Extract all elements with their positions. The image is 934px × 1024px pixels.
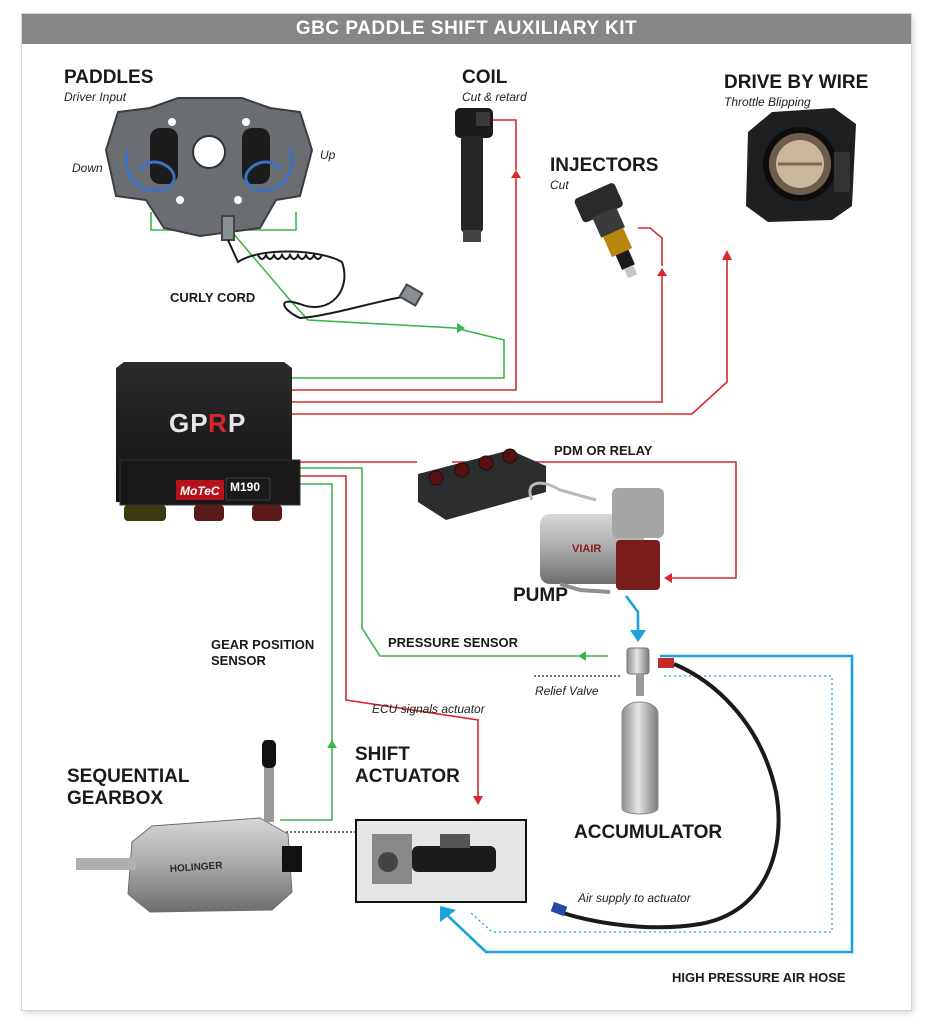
air-arrowheads [440, 630, 646, 922]
pump-label: PUMP [513, 585, 568, 606]
shift-actuator-image [355, 819, 527, 903]
dotted-lines [282, 675, 833, 933]
curly-cord-label: CURLY CORD [170, 290, 256, 305]
drive-by-wire-sublabel: Throttle Blipping [724, 95, 811, 109]
relief-valve-label: Relief Valve [535, 684, 599, 698]
injector-image [574, 183, 638, 279]
coil-image [455, 108, 493, 242]
pdm-image [418, 448, 546, 520]
gearbox-image [76, 740, 302, 913]
paddle-down-label: Down [72, 161, 103, 175]
gear-position-sensor-label: GEAR POSITION SENSOR [211, 637, 315, 668]
air-hose [445, 595, 854, 954]
paddles-label: PADDLES [64, 67, 154, 88]
accumulator-image [550, 647, 781, 930]
sensor-arrowheads [327, 323, 586, 748]
pump-image [528, 481, 664, 594]
paddle-up-label: Up [320, 148, 336, 162]
curly-cord-image [221, 215, 424, 320]
shift-actuator-label: SHIFT ACTUATOR [355, 744, 460, 787]
coil-label: COIL [462, 67, 508, 88]
ecu-logo: GP R P [169, 408, 245, 438]
pump-brand: VIAIR [572, 543, 601, 555]
sequential-gearbox-label: SEQUENTIAL GEARBOX [67, 766, 190, 809]
paddles-image [104, 97, 314, 238]
pressure-sensor-label: PRESSURE SENSOR [388, 635, 519, 650]
ecu-image [116, 362, 301, 521]
ecu-model: M190 [230, 480, 260, 494]
drive-by-wire-label: DRIVE BY WIRE [724, 72, 869, 93]
diagram-title: GBC PADDLE SHIFT AUXILIARY KIT [22, 14, 911, 44]
throttle-body-image [746, 108, 856, 222]
coil-sublabel: Cut & retard [462, 90, 527, 104]
svg-text:GP: GP [169, 408, 209, 438]
signal-arrowheads [473, 170, 732, 805]
gearbox-brand: HOLINGER [169, 860, 223, 875]
ecu-maker: MoTeC [180, 484, 220, 498]
air-hose-label: HIGH PRESSURE AIR HOSE [672, 970, 846, 985]
air-supply-label: Air supply to actuator [578, 891, 691, 905]
svg-text:P: P [228, 408, 245, 438]
paddles-sublabel: Driver Input [64, 90, 127, 104]
ecu-signals-label: ECU signals actuator [372, 702, 485, 716]
accumulator-label: ACCUMULATOR [574, 822, 723, 843]
injectors-label: INJECTORS [550, 155, 659, 176]
signal-wires [292, 119, 737, 800]
pdm-label: PDM OR RELAY [554, 443, 653, 458]
svg-text:R: R [208, 408, 227, 438]
injectors-sublabel: Cut [550, 178, 569, 192]
